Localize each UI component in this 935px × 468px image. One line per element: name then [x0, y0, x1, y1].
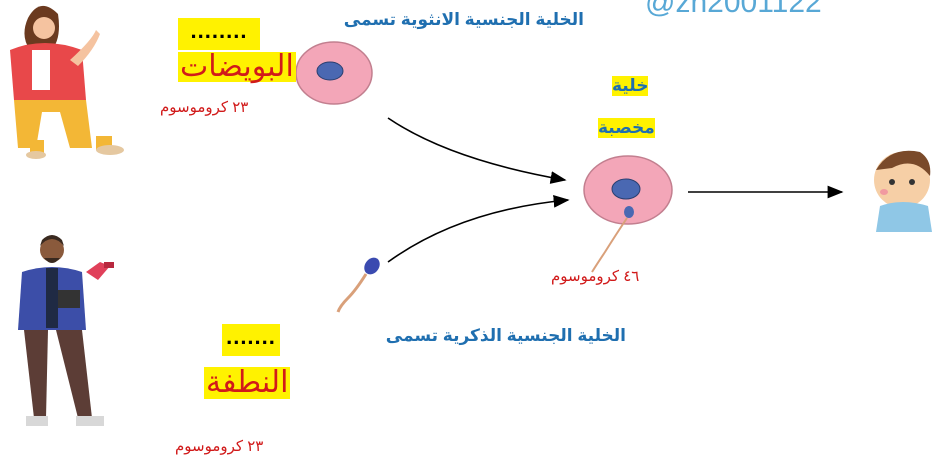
zygote-chromosomes: ٤٦ كروموسوم: [551, 268, 640, 285]
fertilized-cell: [583, 155, 673, 273]
arrow-sperm-to-zygote: [387, 194, 570, 263]
female-chromosomes: ٢٣ كروموسوم: [160, 99, 249, 116]
female-cell-question: الخلية الجنسية الانثوية تسمى: [343, 10, 584, 29]
egg-cell: [295, 41, 373, 105]
watermark: @zn2001122: [645, 0, 822, 19]
man-illustration: [18, 235, 114, 426]
zygote-label-line2: مخصبة: [598, 118, 655, 138]
baby-illustration: [874, 150, 932, 232]
male-chromosomes: ٢٣ كروموسوم: [175, 438, 264, 455]
male-answer-blank: .......: [222, 324, 280, 356]
woman-illustration: [10, 5, 124, 159]
male-answer: النطفة: [204, 366, 291, 399]
female-answer-blank: ........: [178, 18, 260, 50]
male-cell-question: الخلية الجنسية الذكرية تسمى: [385, 326, 626, 345]
arrow-egg-to-zygote: [387, 117, 567, 184]
zygote-label-line1: خلية: [612, 76, 649, 96]
sperm-cell: [336, 257, 380, 313]
female-answer: البويضات: [178, 50, 296, 83]
